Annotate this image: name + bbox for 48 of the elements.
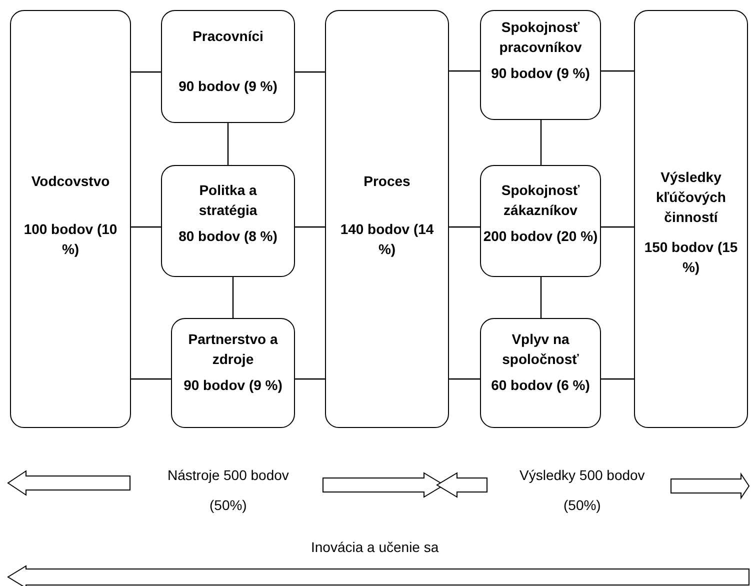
connector-line [131, 226, 161, 228]
points-text: 150 bodov (15 %) [643, 238, 739, 277]
connector-line [295, 71, 325, 73]
criterion-title: Partnerstvo a zdroje [187, 330, 279, 369]
connector-line [449, 226, 480, 228]
category-box [171, 318, 295, 428]
connector-line [601, 378, 634, 380]
category-box [161, 10, 295, 123]
connector-line [232, 277, 234, 318]
points-text: 90 bodov (9 %) [491, 64, 590, 83]
criterion-title: Pracovníci [192, 27, 264, 46]
category-box [634, 10, 748, 428]
criterion-title: Politka a stratégia [198, 181, 258, 220]
points-text: 60 bodov (6 %) [491, 376, 590, 395]
percent-label: (50%) [564, 497, 601, 513]
criterion-title: Vplyv na spoločnosť [501, 330, 580, 369]
connector-line [540, 120, 542, 165]
connector-line [601, 70, 634, 72]
group-label: Nástroje 500 bodov [168, 467, 289, 483]
connector-line [131, 378, 171, 380]
connector-line [540, 277, 542, 318]
criterion-title: Spokojnosť zákazníkov [500, 181, 581, 220]
category-box [325, 10, 449, 428]
connector-line [449, 70, 480, 72]
connector-line [601, 226, 634, 228]
points-text: 200 bodov (20 %) [483, 227, 598, 246]
points-text: 140 bodov (14 %) [339, 220, 435, 259]
cycle-label: Inovácia a učenie sa [311, 539, 439, 555]
category-box [161, 165, 295, 277]
percent-label: (50%) [210, 497, 247, 513]
connector-line [449, 378, 480, 380]
points-text: 90 bodov (9 %) [178, 77, 278, 96]
criterion-title: Vodcovstvo [31, 172, 110, 191]
connector-line [295, 226, 325, 228]
points-text: 90 bodov (9 %) [184, 376, 282, 395]
group-label: Výsledky 500 bodov [520, 467, 645, 483]
category-box [480, 10, 601, 120]
points-text: 100 bodov (10 %) [22, 220, 118, 259]
connector-line [295, 378, 325, 380]
criterion-title: Výsledky kľúčových činností [655, 168, 727, 227]
connector-line [227, 123, 229, 165]
category-box [480, 165, 601, 277]
points-text: 80 bodov (8 %) [178, 227, 278, 246]
category-box [480, 318, 601, 428]
category-box [10, 10, 131, 428]
connector-line [131, 71, 161, 73]
criterion-title: Spokojnosť pracovníkov [498, 18, 583, 57]
criterion-title: Proces [364, 172, 410, 191]
